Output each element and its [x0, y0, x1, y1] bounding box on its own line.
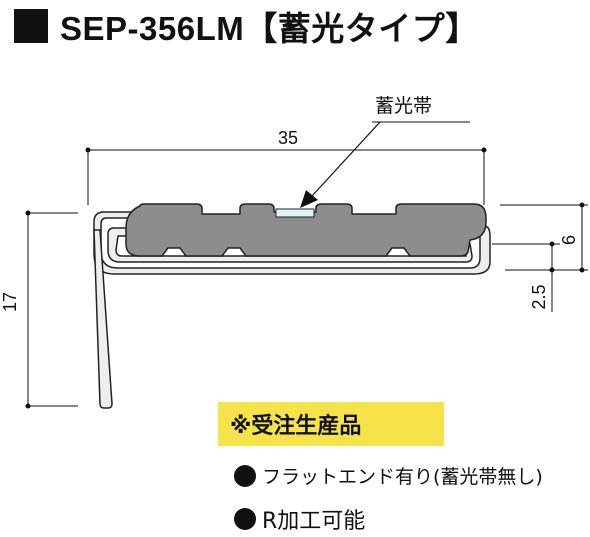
dimension-height-label: 17: [0, 292, 20, 312]
dimension-width: 35: [85, 128, 487, 205]
made-to-order-note: ※受注生産品: [218, 402, 444, 446]
dimension-depth-label: 6: [559, 235, 579, 245]
dimension-width-label: 35: [278, 128, 298, 148]
dimension-dot: [85, 147, 91, 153]
dimension-slot-label: 2.5: [529, 284, 549, 309]
dimension-dot: [579, 202, 585, 208]
dimension-dot: [25, 210, 31, 216]
dimension-dot: [25, 403, 31, 409]
callout-leader-line: [311, 121, 381, 197]
dimension-dot: [549, 241, 555, 247]
feature-text: フラットエンド有り(蓄光帯無し): [262, 466, 543, 488]
note-text: ※受注生産品: [230, 414, 362, 439]
metal-nosing: [93, 211, 491, 275]
dimension-slot: 2.5: [492, 241, 560, 312]
dimension-depth: 6: [500, 202, 588, 273]
title-text: SEP-356LM【蓄光タイプ】: [60, 10, 479, 47]
page-title: SEP-356LM【蓄光タイプ】: [14, 4, 479, 48]
feature-bullet: R加工可能: [234, 503, 365, 535]
feature-bullet: フラットエンド有り(蓄光帯無し): [234, 462, 543, 489]
dimension-dot: [579, 267, 585, 273]
dimension-height: 17: [0, 210, 78, 409]
title-square-icon: [14, 9, 48, 43]
resin-insert: [125, 203, 487, 257]
metal-leg: [93, 229, 113, 409]
dimension-dot: [481, 147, 487, 153]
callout-luminous-strip: 蓄光帯: [300, 95, 470, 208]
bullet-dot-icon: [234, 464, 256, 487]
dimension-dot: [549, 267, 555, 273]
callout-label: 蓄光帯: [375, 95, 432, 117]
callout-arrow-icon: [300, 190, 318, 208]
bullet-dot-icon: [234, 508, 256, 530]
feature-text: R加工可能: [262, 509, 366, 534]
luminous-strip: [275, 208, 315, 218]
